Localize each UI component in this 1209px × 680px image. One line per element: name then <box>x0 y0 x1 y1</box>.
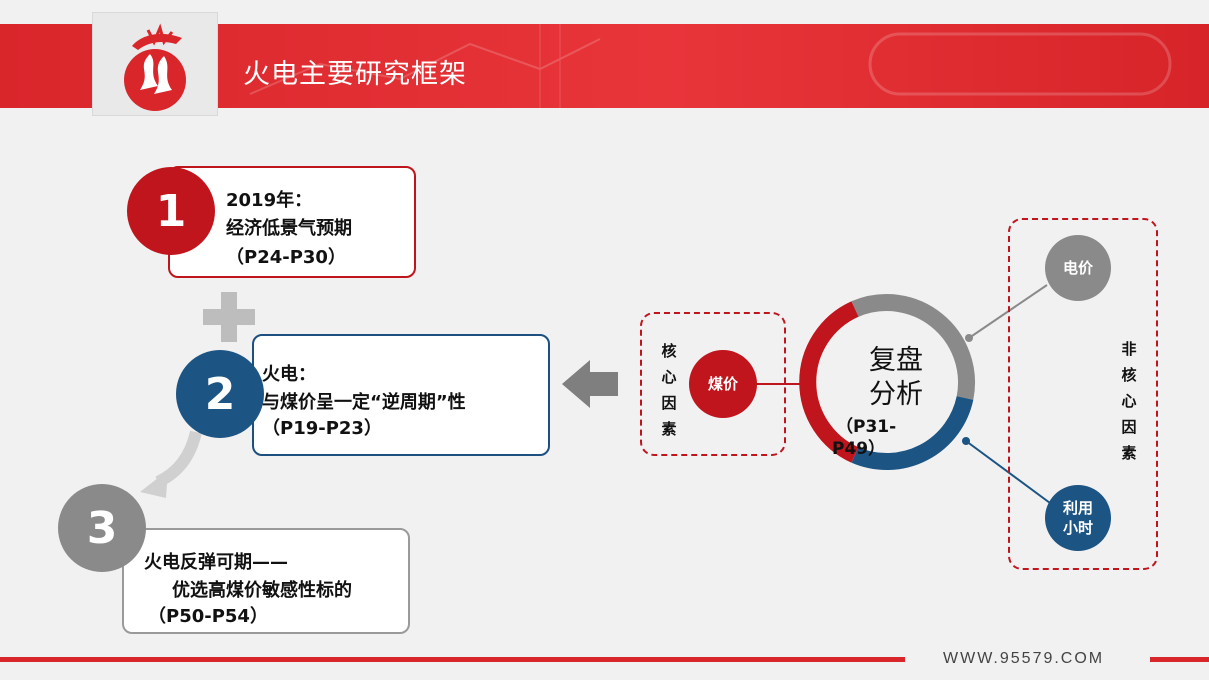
step-1-subtitle: 经济低景气预期 <box>226 218 352 239</box>
curved-arrow-icon <box>140 430 202 498</box>
header-background-decoration <box>249 24 1172 108</box>
utilization-hours-node: 利用 小时 <box>1045 485 1111 551</box>
plus-icon <box>203 292 255 342</box>
step-2-subtitle: 与煤价呈一定“逆周期”性 <box>262 392 466 413</box>
step-2-pages: （P19-P23） <box>262 418 382 439</box>
review-title: 复盘 分析 <box>869 345 923 410</box>
step-3-card <box>122 528 410 634</box>
core-factor-box <box>640 312 786 456</box>
step-1-title: 2019年： <box>226 190 313 211</box>
coal-price-node: 煤价 <box>689 350 757 418</box>
step-1-pages: （P24-P30） <box>226 247 346 268</box>
page-title: 火电主要研究框架 <box>243 59 467 90</box>
core-factor-label: 核 心 因 素 <box>661 342 677 438</box>
step-2-badge: 2 <box>176 350 264 438</box>
footer-website: WWW.95579.COM <box>943 650 1105 667</box>
step-3-subtitle: 优选高煤价敏感性标的 <box>172 580 352 601</box>
review-pages: （P31- P49） <box>832 417 897 459</box>
step-2-card <box>252 334 550 456</box>
step-2-title: 火电： <box>262 364 316 385</box>
step-1-badge: 1 <box>127 167 215 255</box>
footer-rule-right <box>1150 657 1209 662</box>
left-arrow-icon <box>562 360 618 408</box>
footer-rule-left <box>0 657 905 662</box>
step-3-badge: 3 <box>58 484 146 572</box>
review-ring <box>799 294 975 471</box>
dragon-logo-icon <box>124 23 186 111</box>
company-logo <box>92 12 218 116</box>
step-3-title: 火电反弹可期—— <box>144 552 288 573</box>
non-core-factor-box <box>1008 218 1158 570</box>
non-core-factor-label: 非 核 心 因 素 <box>1121 340 1137 462</box>
electricity-price-node: 电价 <box>1045 235 1111 301</box>
step-3-pages: （P50-P54） <box>148 606 268 627</box>
